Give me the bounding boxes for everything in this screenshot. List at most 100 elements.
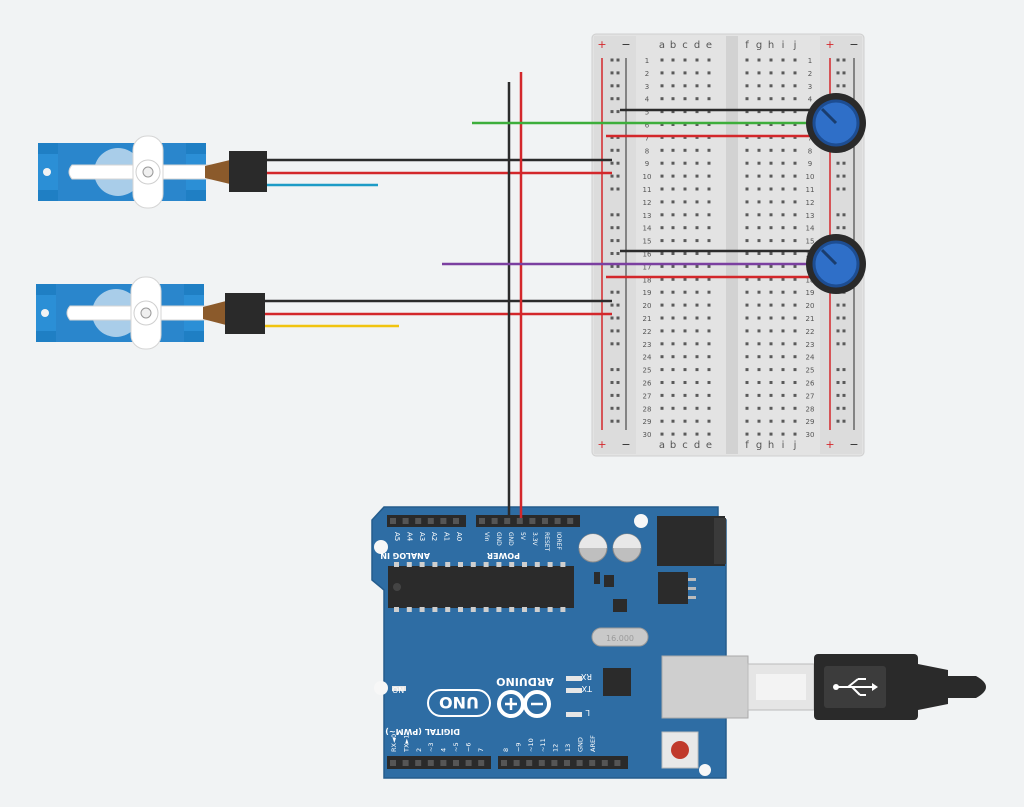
rail-hole[interactable] <box>836 58 840 62</box>
breadboard-hole[interactable] <box>793 393 797 397</box>
breadboard-hole[interactable] <box>695 329 699 333</box>
breadboard-hole[interactable] <box>660 71 664 75</box>
reset-button-icon[interactable] <box>661 731 699 769</box>
breadboard-hole[interactable] <box>695 342 699 346</box>
breadboard-hole[interactable] <box>671 200 675 204</box>
breadboard-hole[interactable] <box>793 252 797 255</box>
breadboard-hole[interactable] <box>660 368 664 372</box>
breadboard-hole[interactable] <box>769 381 773 384</box>
breadboard-hole[interactable] <box>793 406 797 410</box>
breadboard-hole[interactable] <box>683 148 687 152</box>
breadboard-hole[interactable] <box>707 316 711 320</box>
breadboard-hole[interactable] <box>671 342 675 346</box>
rail-hole[interactable] <box>616 316 620 320</box>
rail-hole[interactable] <box>616 264 620 268</box>
breadboard-hole[interactable] <box>793 161 797 165</box>
breadboard-hole[interactable] <box>757 71 761 75</box>
breadboard-hole[interactable] <box>683 419 687 423</box>
breadboard-hole[interactable] <box>695 84 699 88</box>
breadboard-hole[interactable] <box>757 84 761 88</box>
rail-hole[interactable] <box>610 406 614 410</box>
breadboard-hole[interactable] <box>660 432 664 436</box>
breadboard-hole[interactable] <box>781 393 785 397</box>
breadboard-hole[interactable] <box>671 58 675 62</box>
breadboard-hole[interactable] <box>660 303 664 307</box>
breadboard-hole[interactable] <box>745 200 749 204</box>
breadboard-hole[interactable] <box>695 97 699 101</box>
breadboard-hole[interactable] <box>671 226 675 230</box>
breadboard-hole[interactable] <box>769 84 773 88</box>
breadboard-hole[interactable] <box>781 135 785 139</box>
breadboard-hole[interactable] <box>781 303 785 307</box>
rail-hole[interactable] <box>610 213 614 217</box>
breadboard-hole[interactable] <box>707 84 711 88</box>
breadboard-hole[interactable] <box>707 239 711 243</box>
rail-hole[interactable] <box>616 161 620 165</box>
rail-hole[interactable] <box>842 368 846 372</box>
header-pin[interactable] <box>415 760 422 766</box>
breadboard-hole[interactable] <box>745 303 749 307</box>
breadboard-hole[interactable] <box>695 419 699 423</box>
rail-hole[interactable] <box>616 368 620 372</box>
breadboard-hole[interactable] <box>757 123 761 126</box>
breadboard-hole[interactable] <box>769 393 773 397</box>
rail-hole[interactable] <box>836 226 840 230</box>
rail-hole[interactable] <box>616 419 620 423</box>
breadboard-hole[interactable] <box>707 355 711 359</box>
header-pin[interactable] <box>440 518 447 524</box>
rail-hole[interactable] <box>836 381 840 384</box>
breadboard-hole[interactable] <box>793 239 797 243</box>
breadboard-hole[interactable] <box>695 58 699 62</box>
header-pin[interactable] <box>614 760 621 766</box>
breadboard-hole[interactable] <box>757 97 761 101</box>
breadboard-hole[interactable] <box>745 148 749 152</box>
breadboard-hole[interactable] <box>769 252 773 255</box>
rail-hole[interactable] <box>616 213 620 217</box>
breadboard-hole[interactable] <box>707 290 711 294</box>
rail-hole[interactable] <box>842 58 846 62</box>
breadboard-hole[interactable] <box>683 264 687 268</box>
breadboard-hole[interactable] <box>695 368 699 372</box>
rail-hole[interactable] <box>836 213 840 217</box>
breadboard-hole[interactable] <box>769 277 773 281</box>
breadboard-hole[interactable] <box>683 84 687 88</box>
breadboard-hole[interactable] <box>757 135 761 139</box>
header-pin[interactable] <box>589 760 596 766</box>
breadboard-hole[interactable] <box>695 316 699 320</box>
breadboard-hole[interactable] <box>781 355 785 359</box>
breadboard-hole[interactable] <box>745 226 749 230</box>
breadboard-hole[interactable] <box>695 406 699 410</box>
breadboard-hole[interactable] <box>793 277 797 281</box>
breadboard-hole[interactable] <box>745 161 749 165</box>
rail-hole[interactable] <box>616 174 620 178</box>
breadboard-hole[interactable] <box>660 110 664 114</box>
breadboard-hole[interactable] <box>671 277 675 281</box>
breadboard-hole[interactable] <box>781 97 785 101</box>
breadboard-hole[interactable] <box>660 342 664 346</box>
breadboard-hole[interactable] <box>793 264 797 268</box>
breadboard-hole[interactable] <box>683 290 687 294</box>
breadboard-hole[interactable] <box>769 355 773 359</box>
breadboard-hole[interactable] <box>745 381 749 384</box>
header-pin[interactable] <box>427 760 434 766</box>
rail-hole[interactable] <box>616 135 620 139</box>
breadboard-hole[interactable] <box>660 174 664 178</box>
breadboard-hole[interactable] <box>683 432 687 436</box>
breadboard-hole[interactable] <box>707 419 711 423</box>
rail-hole[interactable] <box>610 148 614 152</box>
breadboard-hole[interactable] <box>757 316 761 320</box>
breadboard-hole[interactable] <box>745 290 749 294</box>
header-pin[interactable] <box>529 518 536 524</box>
breadboard-hole[interactable] <box>745 187 749 191</box>
rail-hole[interactable] <box>842 303 846 307</box>
rail-hole[interactable] <box>616 329 620 333</box>
breadboard-hole[interactable] <box>781 226 785 230</box>
breadboard-hole[interactable] <box>707 71 711 75</box>
header-pin[interactable] <box>491 518 498 524</box>
breadboard-hole[interactable] <box>769 419 773 423</box>
header-pin[interactable] <box>415 518 422 524</box>
rail-hole[interactable] <box>616 226 620 230</box>
breadboard-hole[interactable] <box>660 123 664 126</box>
breadboard-hole[interactable] <box>781 290 785 294</box>
breadboard-hole[interactable] <box>769 239 773 243</box>
